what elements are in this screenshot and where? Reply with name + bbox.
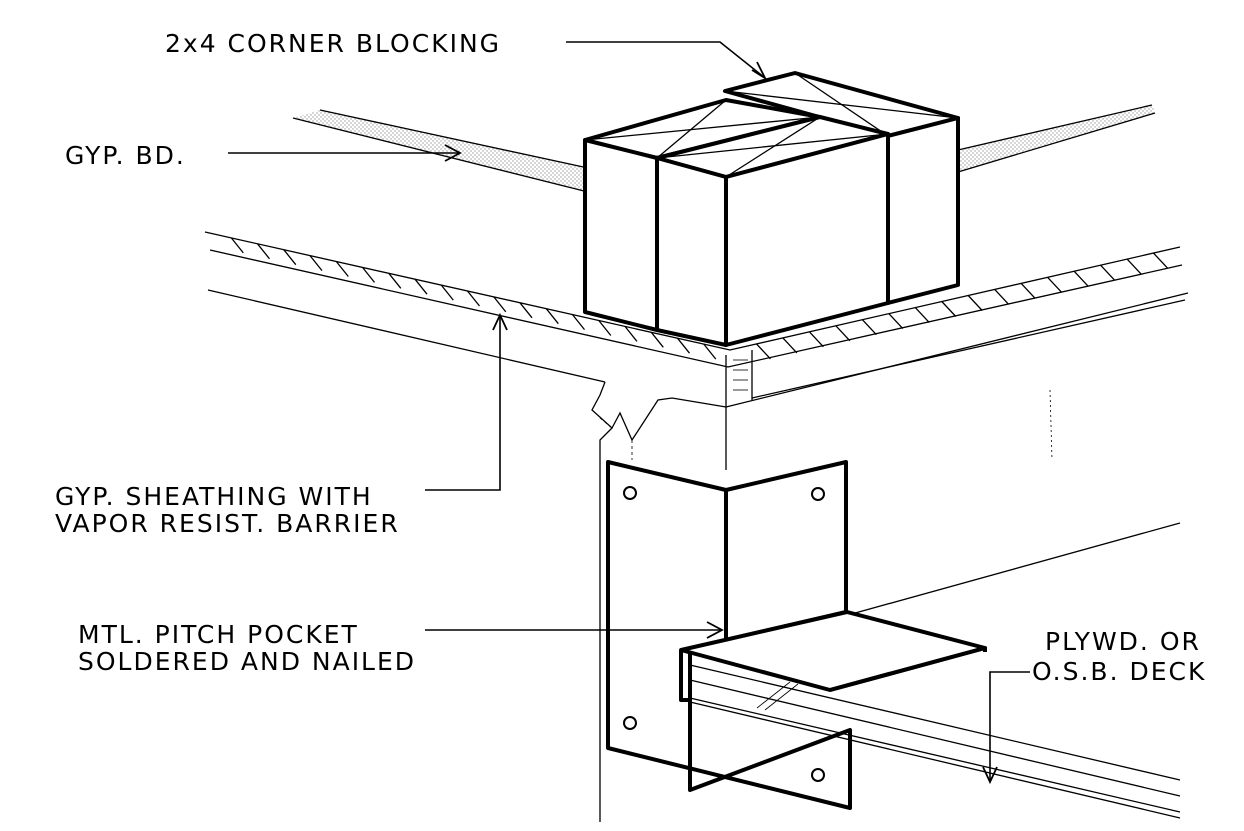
metal-pitch-pocket — [606, 460, 852, 810]
wall-corner — [599, 389, 1181, 822]
wall-top-edge — [207, 289, 1189, 442]
label-deck-line2: O.S.B. DECK — [1032, 657, 1206, 686]
label-corner-blocking: 2x4 CORNER BLOCKING — [165, 29, 501, 58]
leaders — [228, 41, 1030, 785]
deck — [679, 610, 1181, 819]
gypsum-board — [292, 104, 1156, 193]
label-gyp-sheathing-line1: GYP. SHEATHING WITH — [55, 482, 373, 511]
label-pitch-pocket-line2: SOLDERED AND NAILED — [78, 647, 416, 676]
corner-blocking — [583, 71, 960, 347]
label-pitch-pocket-line1: MTL. PITCH POCKET — [78, 620, 359, 649]
label-gyp-sheathing-line2: VAPOR RESIST. BARRIER — [55, 509, 400, 538]
label-gyp-bd: GYP. BD. — [65, 141, 186, 170]
gyp-sheathing-strips — [204, 231, 1183, 368]
label-deck-line1: PLYWD. OR — [1045, 627, 1201, 656]
